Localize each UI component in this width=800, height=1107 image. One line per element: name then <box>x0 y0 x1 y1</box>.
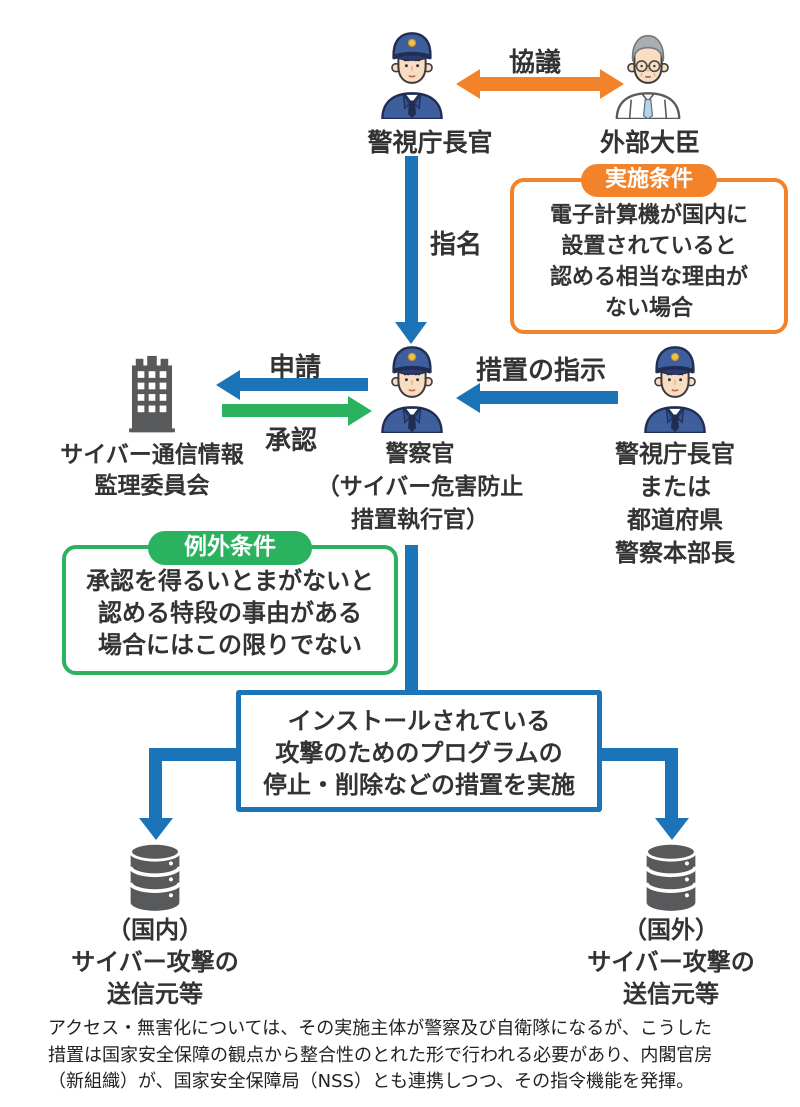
instruct-arrow-label: 措置の指示 <box>475 356 606 386</box>
database-foreign-icon <box>644 842 698 913</box>
instruct-arrow-shaft <box>480 391 618 404</box>
consult-arrow-shaft <box>480 77 600 91</box>
instruct-arrow-head <box>456 382 480 413</box>
branch-left-vertical <box>149 748 162 820</box>
designate-arrow-label: 指名 <box>430 230 483 260</box>
exception-condition-box: 例外条件 承認を得るいとまがないと 認める特段の事由がある 場合にはこの限りでな… <box>62 531 398 675</box>
branch-right-arrow-head <box>654 818 689 840</box>
consult-arrow-label: 協議 <box>508 48 561 78</box>
committee-label: サイバー通信情報 監理委員会 <box>60 442 244 499</box>
officer-to-box-connector <box>405 545 418 695</box>
approve-arrow-label: 承認 <box>264 426 317 456</box>
source-domestic-label: （国内） サイバー攻撃の 送信元等 <box>71 916 239 1008</box>
police-chief-icon <box>381 32 443 119</box>
action-box-text: インストールされている 攻撃のためのプログラムの 停止・削除などの措置を実施 <box>263 707 575 799</box>
consult-arrow-head-left <box>456 69 480 99</box>
consult-arrow-head-right <box>600 69 624 99</box>
minister-label: 外部大臣 <box>599 128 700 157</box>
prefecture-chief-label: 警視庁長官 または 都道府県 警察本部長 <box>615 440 735 567</box>
apply-arrow-shaft <box>240 378 368 391</box>
database-domestic-icon <box>128 842 182 913</box>
apply-arrow-head <box>216 369 240 400</box>
branch-right-horizontal <box>598 748 678 761</box>
police-officer-icon <box>381 346 443 433</box>
designate-arrow-head <box>395 322 427 344</box>
action-box: インストールされている 攻撃のためのプログラムの 停止・削除などの措置を実施 <box>236 690 602 812</box>
police-chief-label: 警視庁長官 <box>367 128 493 157</box>
footnote-text: アクセス・無害化については、その実施主体が警察及び自衛隊になるが、こうした 措置… <box>48 1018 713 1092</box>
police-officer-label: 警察官 （サイバー危害防止 措置執行官） <box>316 441 524 533</box>
implementation-condition-box: 実施条件 電子計算機が国内に 設置されていると 認める相当な理由が ない場合 <box>510 164 788 334</box>
implementation-condition-text: 電子計算機が国内に 設置されていると 認める相当な理由が ない場合 <box>549 203 748 321</box>
branch-left-arrow-head <box>138 818 173 840</box>
committee-building-icon <box>129 355 175 433</box>
branch-right-vertical <box>665 748 678 820</box>
exception-condition-text: 承認を得るいとまがないと 認める特段の事由がある 場合にはこの限りでない <box>86 567 374 659</box>
designate-arrow-shaft <box>405 156 418 322</box>
approve-arrow-shaft <box>222 404 348 417</box>
implementation-condition-badge: 実施条件 <box>580 164 718 197</box>
prefecture-chief-icon <box>644 346 706 433</box>
exception-condition-badge: 例外条件 <box>148 531 312 565</box>
source-foreign-label: （国外） サイバー攻撃の 送信元等 <box>587 916 755 1008</box>
minister-icon <box>615 34 681 119</box>
apply-arrow-label: 申請 <box>268 353 321 383</box>
branch-left-horizontal <box>149 748 240 761</box>
approve-arrow-head <box>348 395 372 426</box>
